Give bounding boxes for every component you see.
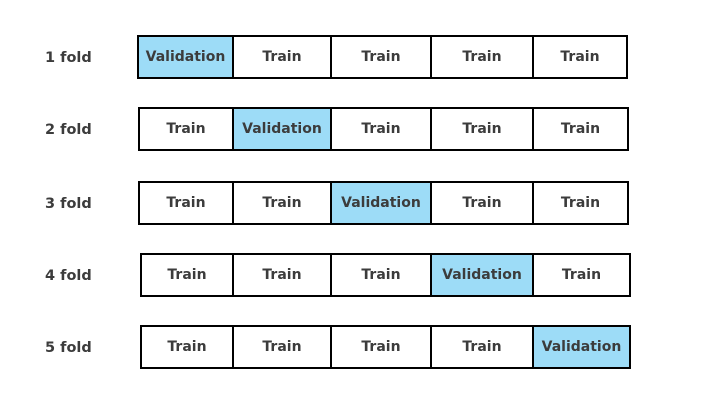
train-cell: Train [532,255,629,295]
fold-label: 5 fold [45,340,92,356]
validation-cell: Validation [330,183,430,223]
fold-row-1: 1 fold Validation Train Train Train Trai… [0,35,715,81]
train-cell: Train [532,183,627,223]
fold-row-5: 5 fold Train Train Train Train Validatio… [0,325,715,371]
fold-cells: Train Train Validation Train Train [138,181,629,225]
fold-row-4: 4 fold Train Train Train Validation Trai… [0,253,715,299]
train-cell: Train [232,327,330,367]
train-cell: Train [430,327,532,367]
train-cell: Train [330,327,430,367]
train-cell: Train [330,109,430,149]
train-cell: Train [142,255,232,295]
validation-cell: Validation [532,327,629,367]
validation-cell: Validation [139,37,232,77]
train-cell: Train [232,255,330,295]
validation-cell: Validation [430,255,532,295]
fold-cells: Train Validation Train Train Train [138,107,629,151]
fold-label: 2 fold [45,122,92,138]
validation-cell: Validation [232,109,330,149]
train-cell: Train [232,37,330,77]
train-cell: Train [430,183,532,223]
train-cell: Train [532,109,627,149]
train-cell: Train [430,109,532,149]
fold-row-3: 3 fold Train Train Validation Train Trai… [0,181,715,227]
train-cell: Train [330,255,430,295]
fold-label: 4 fold [45,268,92,284]
train-cell: Train [330,37,430,77]
train-cell: Train [232,183,330,223]
fold-row-2: 2 fold Train Validation Train Train Trai… [0,107,715,153]
fold-cells: Validation Train Train Train Train [137,35,628,79]
train-cell: Train [142,327,232,367]
fold-cells: Train Train Train Validation Train [140,253,631,297]
train-cell: Train [430,37,532,77]
fold-label: 3 fold [45,196,92,212]
train-cell: Train [140,183,232,223]
train-cell: Train [532,37,626,77]
fold-cells: Train Train Train Train Validation [140,325,631,369]
train-cell: Train [140,109,232,149]
fold-label: 1 fold [45,50,92,66]
